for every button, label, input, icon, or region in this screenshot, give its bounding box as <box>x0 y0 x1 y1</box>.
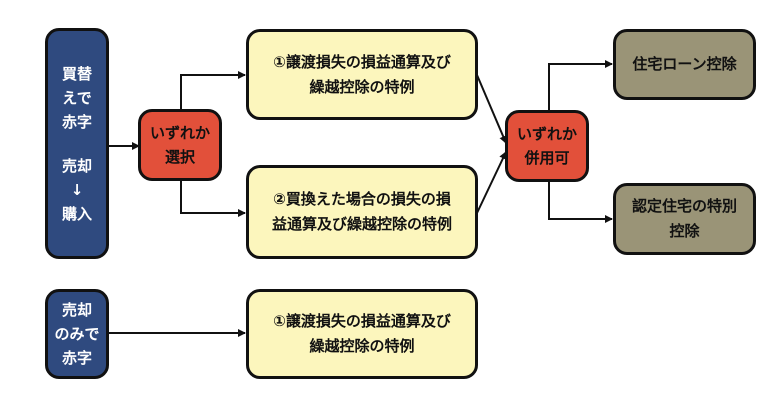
housing-loan-deduction-box: 住宅ローン控除 <box>613 29 756 100</box>
sell-only-loss-box: 売却 のみで 赤字 <box>45 289 109 379</box>
arrow-choice-to-option1 <box>180 71 246 112</box>
combine-either-box: いずれか 併用可 <box>505 110 589 182</box>
certified-housing-deduction-label: 認定住宅の特別 控除 <box>631 197 737 240</box>
sell-and-buy-loss-label: 買替 えで 赤字 <box>61 64 92 131</box>
replacement-loss-special-box: ②買換えた場合の損失の損 益通算及び繰越控除の特例 <box>246 165 478 259</box>
choose-either-box: いずれか 選択 <box>138 109 222 181</box>
arrow-combine-to-certified-housing <box>548 174 613 223</box>
arrow-combine-to-housing-loan <box>548 60 613 118</box>
sell-then-buy-label: 売却 ↓ 購入 <box>61 156 92 223</box>
transfer-loss-special-box: ①譲渡損失の損益通算及び 繰越控除の特例 <box>246 29 478 120</box>
combine-either-label: いずれか 併用可 <box>516 125 577 167</box>
certified-housing-deduction-box: 認定住宅の特別 控除 <box>613 183 756 255</box>
choose-either-label: いずれか 選択 <box>149 124 210 166</box>
transfer-loss-special-box-bottom: ①譲渡損失の損益通算及び 繰越控除の特例 <box>246 289 478 379</box>
replacement-loss-special-label: ②買換えた場合の損失の損 益通算及び繰越控除の特例 <box>271 190 452 233</box>
transfer-loss-special-label: ①譲渡損失の損益通算及び 繰越控除の特例 <box>273 52 451 96</box>
arrow-choice-to-option2 <box>180 178 246 217</box>
sell-only-loss-label: 売却 のみで 赤字 <box>54 301 100 367</box>
arrow-option1-to-combine <box>476 74 507 144</box>
housing-loan-deduction-label: 住宅ローン控除 <box>632 55 737 73</box>
arrow-option2-to-combine <box>476 151 507 214</box>
sell-and-buy-loss-box: 買替 えで 赤字 売却 ↓ 購入 <box>45 28 109 259</box>
transfer-loss-special-label-bottom: ①譲渡損失の損益通算及び 繰越控除の特例 <box>273 312 451 355</box>
